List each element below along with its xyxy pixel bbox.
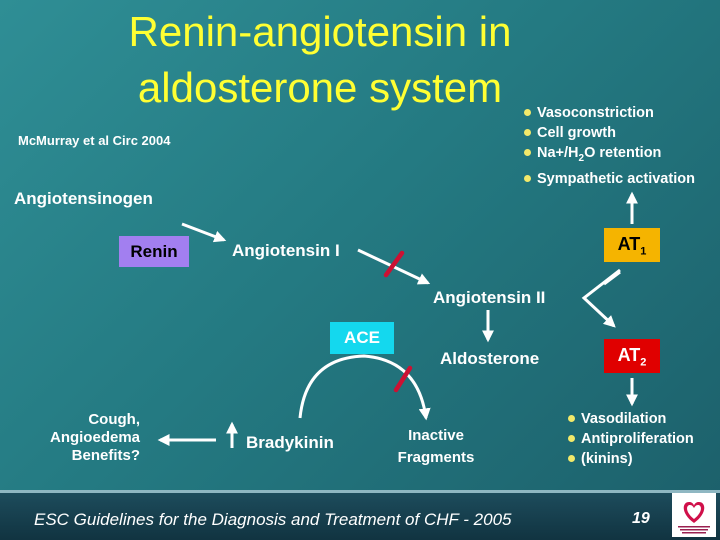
citation: McMurray et al Circ 2004 <box>18 133 171 148</box>
esc-logo <box>672 493 716 537</box>
at2-subscript: 2 <box>640 356 647 369</box>
slide-title-line1: Renin-angiotensin in <box>128 8 512 55</box>
benefits-line: Benefits? <box>71 447 140 464</box>
ace-label: ACE <box>344 328 380 347</box>
renin-box: Renin <box>119 236 189 267</box>
at2-effect-item: (kinins) <box>566 449 694 469</box>
at2-effect-item: Antiproliferation <box>566 429 694 449</box>
node-angiotensinogen: Angiotensinogen <box>14 189 153 208</box>
inactive-line: Inactive <box>408 427 464 444</box>
at1-effects-list: Vasoconstriction Cell growth Na+/H2O ret… <box>522 103 695 189</box>
page-number: 19 <box>632 510 650 527</box>
at1-label: AT <box>617 234 641 254</box>
branch-upper-segment <box>603 270 621 286</box>
footer-bar <box>0 490 720 540</box>
arrow-angiotensin2-branch-at2 <box>581 268 621 328</box>
heart-logo-icon <box>678 501 710 534</box>
at2-effect-item: Vasodilation <box>566 409 694 429</box>
at1-effect-subscript: 2 <box>578 152 585 164</box>
node-aldosterone: Aldosterone <box>440 349 540 368</box>
slide-title-line2: aldosterone system <box>137 64 503 111</box>
node-angiotensin-2: Angiotensin II <box>433 288 546 307</box>
at1-effect-item: Cell growth <box>522 123 695 143</box>
at1-subscript: 1 <box>640 245 647 258</box>
at1-effect-text: Na+/H <box>537 145 579 161</box>
footer-text: ESC Guidelines for the Diagnosis and Tre… <box>34 510 512 529</box>
at2-box: AT2 <box>604 339 660 373</box>
at1-effect-item: Vasoconstriction <box>522 103 695 123</box>
arrow-angiotensinogen-to-angiotensin1 <box>181 222 227 243</box>
ace-box: ACE <box>330 322 394 354</box>
block-mark-ace-bradykinin <box>393 365 413 393</box>
at1-box: AT1 <box>604 228 660 262</box>
at1-effect-item: Sympathetic activation <box>522 169 695 189</box>
at2-label: AT <box>617 345 641 365</box>
cough-line: Cough, <box>88 411 140 428</box>
block-mark-ace-angiotensin <box>383 250 405 278</box>
at2-effect-text: (kinins) <box>581 451 633 467</box>
inactive-fragments-label: Inactive Fragments <box>380 425 492 469</box>
node-angiotensin-1: Angiotensin I <box>232 241 340 260</box>
arrow-ace-arc-to-fragments <box>298 354 431 421</box>
node-bradykinin: Bradykinin <box>246 433 334 452</box>
at2-effects-list: Vasodilation Antiproliferation (kinins) <box>566 409 694 469</box>
renin-label: Renin <box>130 242 178 261</box>
at1-effect-item: Na+/H2O retention <box>522 143 695 169</box>
at1-effect-text: O retention <box>584 145 662 161</box>
angioedema-line: Angioedema <box>49 429 140 446</box>
cough-angioedema-label: Cough, Angioedema Benefits? <box>20 411 140 465</box>
fragments-line: Fragments <box>397 449 475 466</box>
